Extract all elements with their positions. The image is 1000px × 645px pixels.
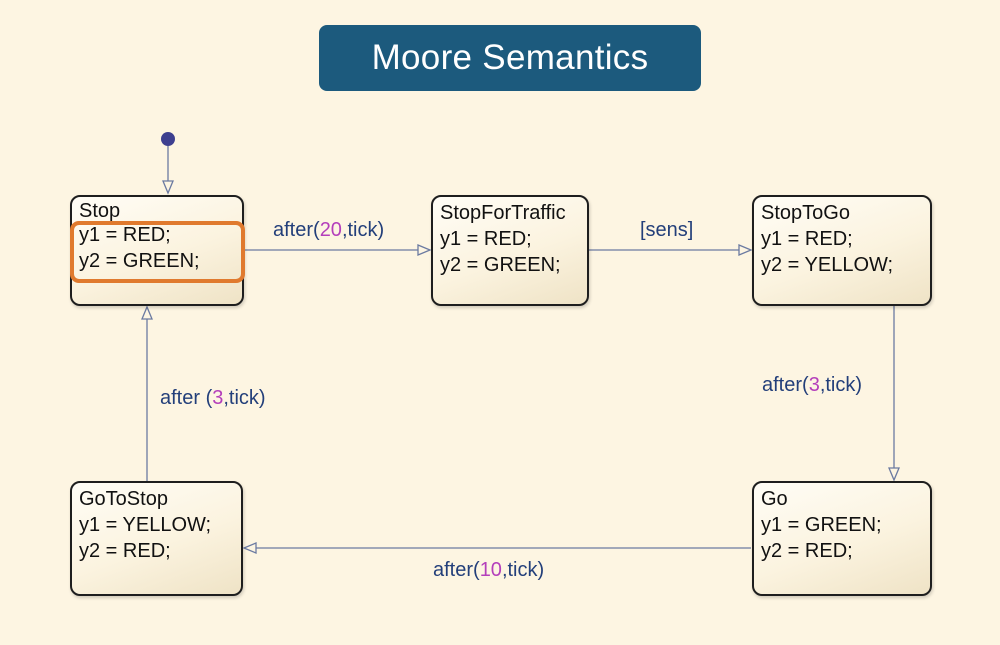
transition-label-pre: after (	[160, 387, 213, 409]
transition-label-post: ,tick)	[819, 374, 863, 396]
state-action-y2: y2 = RED;	[761, 540, 853, 562]
edge-stopfortraffic-to-stoptogo-arrowhead	[738, 244, 753, 256]
edge-stop-to-stopfortraffic-arrowhead	[417, 244, 432, 256]
transition-label-post: ,tick)	[501, 559, 545, 581]
transition-label-gotostop-to-stop: after (3,tick)	[160, 387, 266, 410]
transition-label-stopfortraffic-to-stoptogo: [sens]	[640, 219, 693, 242]
transition-label-pre: after(	[762, 374, 809, 396]
transition-label-go-to-gotostop: after(10,tick)	[433, 559, 544, 582]
state-action-y2: y2 = GREEN;	[440, 254, 561, 276]
state-name: GoToStop	[79, 488, 168, 510]
state-action-y1: y1 = YELLOW;	[79, 514, 212, 536]
transition-label-number: 3	[212, 387, 224, 409]
state-stop[interactable]: Stop y1 = RED; y2 = GREEN;	[70, 195, 244, 306]
default-transition-dot	[161, 132, 175, 146]
transition-label-post: ,tick)	[341, 219, 385, 241]
state-name: StopToGo	[761, 202, 850, 224]
state-action-y1: y1 = GREEN;	[761, 514, 882, 536]
default-transition-arrowhead	[162, 180, 174, 195]
state-name: StopForTraffic	[440, 202, 566, 224]
edge-gotostop-to-stop-arrowhead	[141, 305, 153, 320]
transition-label-post: ,tick)	[223, 387, 266, 409]
transition-label-stop-to-stopfortraffic: after(20,tick)	[273, 219, 384, 242]
transition-label-number: 20	[319, 219, 342, 241]
transition-label-number: 10	[479, 559, 502, 581]
state-stoptogo[interactable]: StopToGo y1 = RED; y2 = YELLOW;	[752, 195, 932, 306]
edge-stoptogo-to-go-arrowhead	[888, 467, 900, 482]
state-action-y2: y2 = GREEN;	[79, 250, 200, 272]
page-title: Moore Semantics	[371, 38, 649, 77]
state-action-y1: y1 = RED;	[79, 224, 171, 246]
state-action-y2: y2 = RED;	[79, 540, 171, 562]
edge-go-to-gotostop-arrowhead	[242, 542, 257, 554]
transition-label-pre: after(	[273, 219, 320, 241]
transition-label-pre: after(	[433, 559, 480, 581]
state-gotostop[interactable]: GoToStop y1 = YELLOW; y2 = RED;	[70, 481, 243, 596]
state-name: Go	[761, 488, 788, 510]
state-name: Stop	[79, 200, 121, 222]
transition-label-number: 3	[808, 374, 820, 396]
state-action-y1: y1 = RED;	[761, 228, 853, 250]
state-action-y1: y1 = RED;	[440, 228, 532, 250]
highlight-box	[70, 221, 245, 283]
state-stopfortraffic[interactable]: StopForTraffic y1 = RED; y2 = GREEN;	[431, 195, 589, 306]
state-go[interactable]: Go y1 = GREEN; y2 = RED;	[752, 481, 932, 596]
state-action-y2: y2 = YELLOW;	[761, 254, 894, 276]
transition-label-stoptogo-to-go: after(3,tick)	[762, 374, 862, 397]
transition-label-text: [sens]	[640, 219, 694, 241]
title-banner: Moore Semantics	[319, 25, 701, 91]
